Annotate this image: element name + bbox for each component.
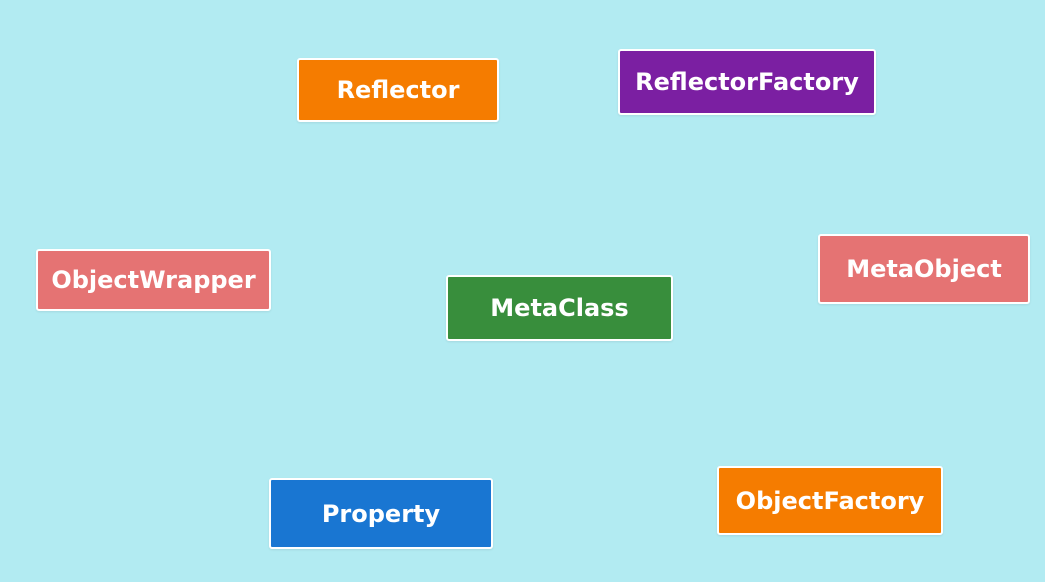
node-object-wrapper[interactable]: ObjectWrapper [36,249,271,311]
node-meta-object[interactable]: MetaObject [818,234,1030,304]
node-reflector-factory[interactable]: ReflectorFactory [618,49,876,115]
node-meta-class[interactable]: MetaClass [446,275,673,341]
node-reflector[interactable]: Reflector [297,58,499,122]
node-object-factory[interactable]: ObjectFactory [717,466,943,535]
node-property[interactable]: Property [269,478,493,549]
